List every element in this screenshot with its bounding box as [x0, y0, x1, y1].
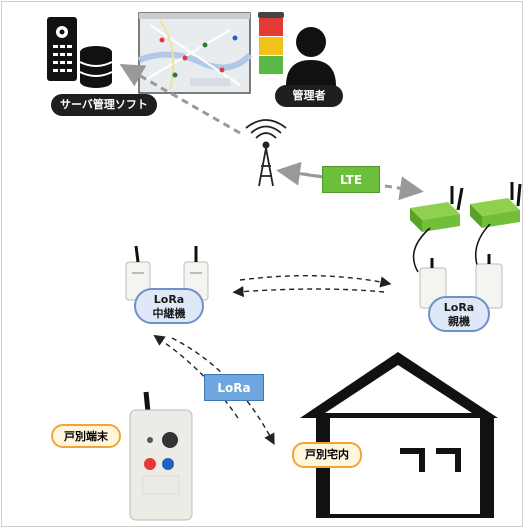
house-inside-label: 戸別宅内	[292, 442, 362, 468]
user-icon	[286, 27, 336, 86]
parent-lora-text: LoRa	[443, 301, 475, 314]
arrow-relay-to-parent	[239, 274, 392, 288]
parent-name-text: 親機	[448, 315, 470, 328]
house-icon	[300, 352, 498, 518]
lte-modem-right	[470, 182, 522, 269]
lora-link-arrows	[153, 274, 392, 445]
terminal-device	[129, 391, 193, 521]
lora-link-tag: LoRa	[204, 374, 264, 401]
lte-modem-left	[410, 186, 464, 273]
arrow-terminal-to-relay	[153, 334, 239, 419]
status-light-icon	[258, 12, 284, 74]
house-terminal-label: 戸別端末	[51, 424, 121, 448]
map-screenshot	[137, 12, 253, 94]
arrow-tower-to-server	[119, 64, 241, 135]
signal-tower-icon	[245, 119, 287, 187]
administrator-label: 管理者	[275, 85, 343, 107]
relay-label: LoRa 中継機	[134, 288, 204, 324]
arrow-relay-to-house	[171, 337, 275, 445]
relay-name-text: 中継機	[152, 307, 186, 320]
server-software-label: サーバ管理ソフト	[51, 94, 157, 116]
lte-tag: LTE	[322, 166, 380, 193]
parent-label: LoRa 親機	[428, 296, 490, 332]
relay-lora-text: LoRa	[153, 293, 185, 306]
arrow-parent-to-relay	[232, 286, 385, 298]
remote-icon	[47, 17, 77, 81]
database-icon	[79, 46, 113, 88]
